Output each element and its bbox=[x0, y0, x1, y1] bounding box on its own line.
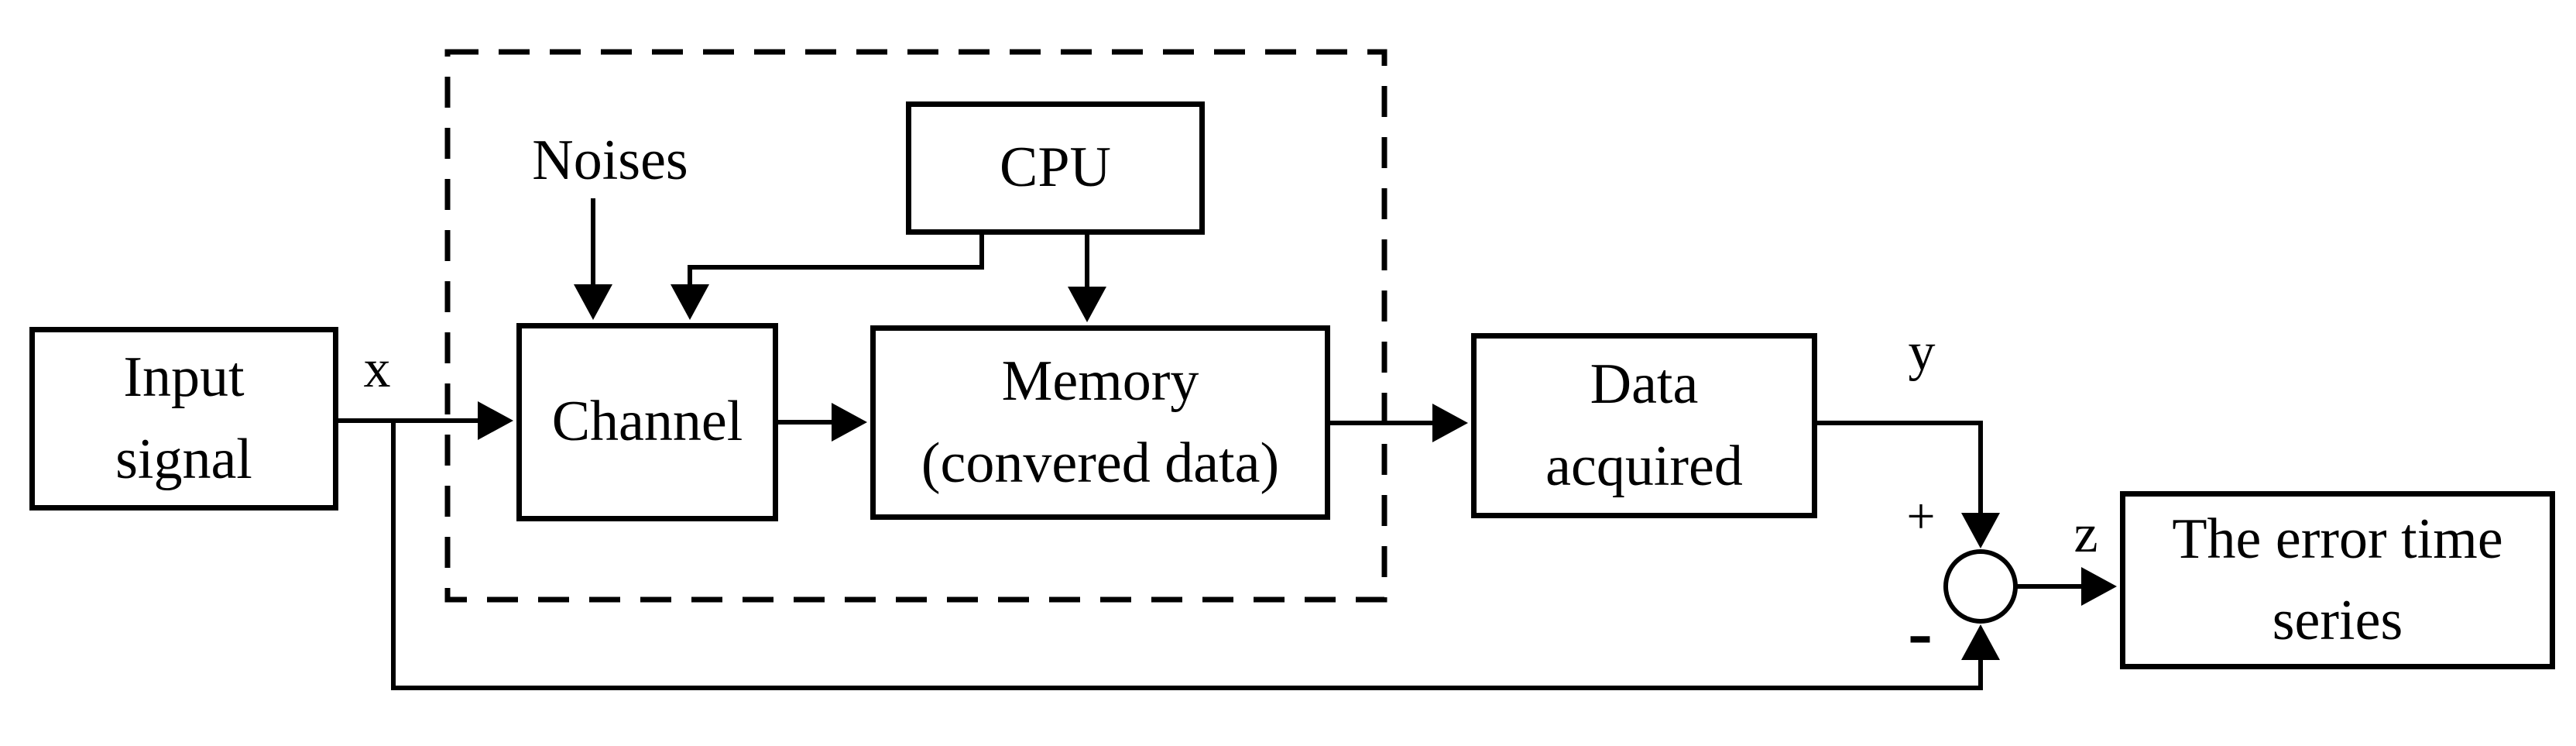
arrowhead-y-into-junction bbox=[1961, 513, 2000, 548]
arrowhead-z-into-error bbox=[2081, 567, 2117, 606]
channel-label: Channel bbox=[551, 390, 743, 454]
channel-node: Channel bbox=[516, 323, 778, 521]
error-time-series-node: The error time series bbox=[2120, 491, 2555, 669]
minus-sign: - bbox=[1908, 590, 1933, 673]
error-label-line2: series bbox=[2272, 589, 2403, 652]
signal-x-label: x bbox=[363, 339, 391, 399]
input-signal-label-line2: signal bbox=[115, 427, 252, 491]
error-label-line1: The error time bbox=[2172, 507, 2503, 571]
input-signal-label-line1: Input bbox=[123, 345, 245, 410]
arrowhead-noises bbox=[574, 284, 612, 320]
arrowhead-cpu-memory bbox=[1068, 287, 1106, 322]
arrowhead-memory-data bbox=[1432, 404, 1468, 442]
arrowhead-cpu-channel bbox=[671, 284, 709, 320]
memory-label-line2: (convered data) bbox=[921, 431, 1280, 495]
arrowhead-feedback-into-junction bbox=[1961, 624, 2000, 660]
edge-cpu-to-channel bbox=[688, 232, 984, 287]
edge-feedback bbox=[391, 421, 1983, 690]
arrowhead-into-channel-left bbox=[478, 401, 513, 440]
summing-junction bbox=[1943, 549, 2018, 624]
arrowhead-channel-memory bbox=[832, 403, 867, 442]
plus-sign: + bbox=[1906, 488, 1936, 545]
data-acquired-label-line1: Data bbox=[1590, 352, 1699, 417]
input-signal-node: Input signal bbox=[29, 327, 338, 511]
data-acquired-node: Data acquired bbox=[1471, 333, 1817, 518]
memory-label-line1: Memory bbox=[1001, 349, 1199, 414]
signal-z-label: z bbox=[2073, 504, 2098, 564]
memory-node: Memory (convered data) bbox=[870, 325, 1330, 520]
edge-data-to-junction bbox=[1816, 421, 1983, 515]
noises-label: Noises bbox=[532, 129, 688, 192]
data-acquired-label-line2: acquired bbox=[1545, 434, 1743, 498]
cpu-label: CPU bbox=[1000, 136, 1111, 200]
signal-y-label: y bbox=[1908, 322, 1936, 382]
cpu-node: CPU bbox=[906, 101, 1205, 235]
system-dashed-boundary bbox=[444, 49, 1387, 603]
